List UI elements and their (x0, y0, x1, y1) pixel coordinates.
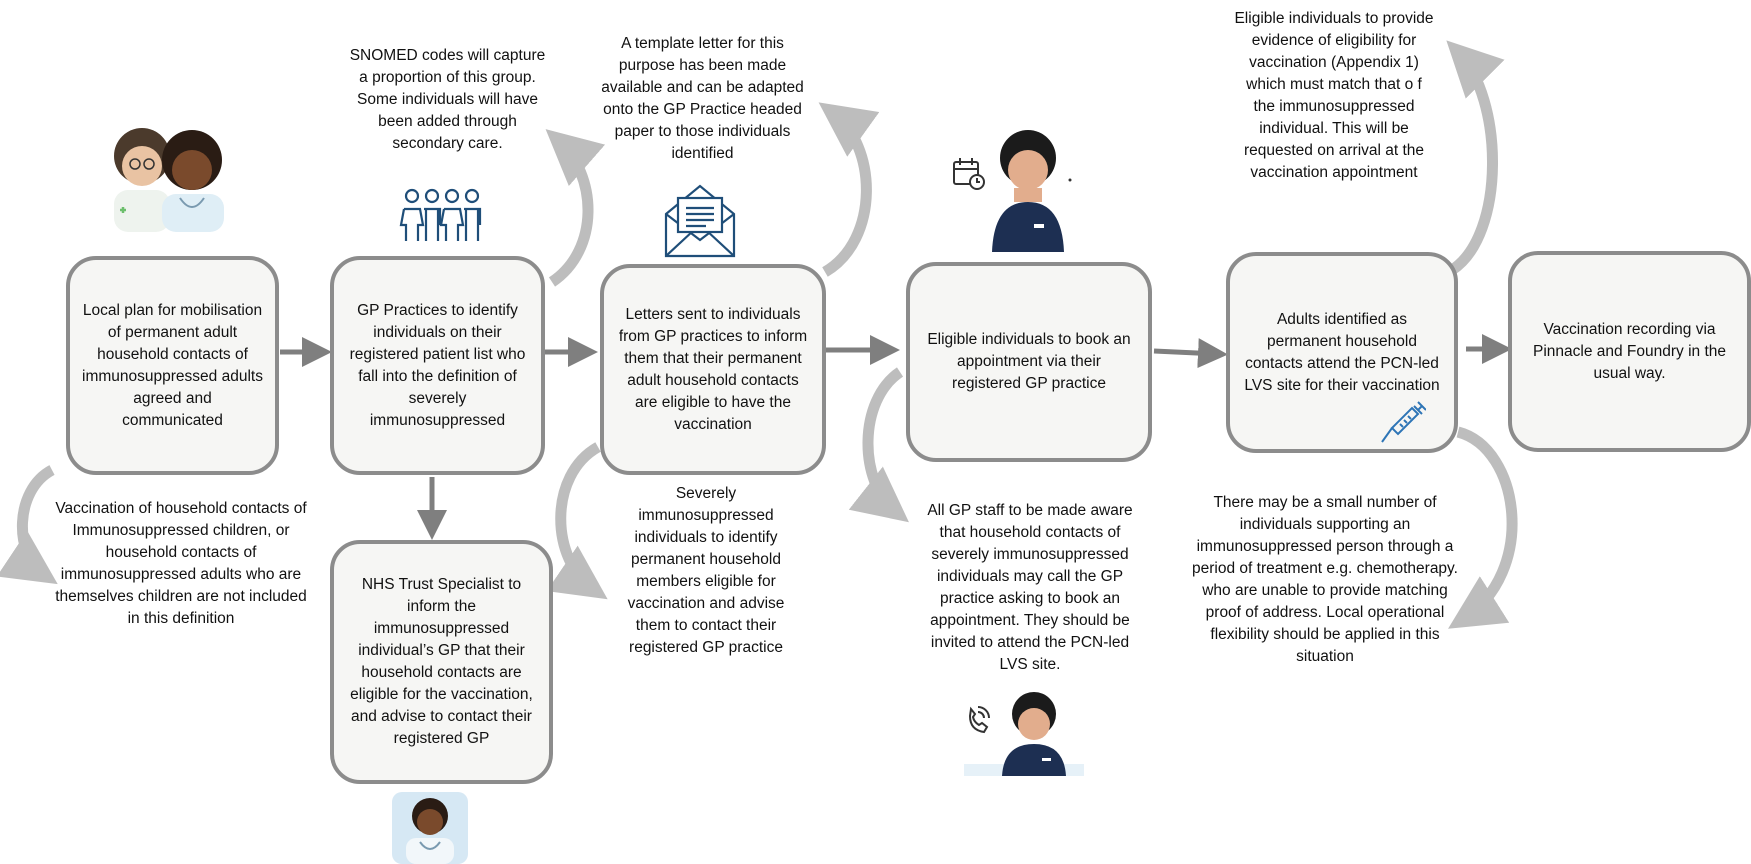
note-gp-staff-aware: All GP staff to be made aware that house… (927, 502, 1133, 673)
note-snomed: SNOMED codes will capture a proportion o… (349, 47, 546, 152)
step-recording-text: Vaccination recording via Pinnacle and F… (1532, 320, 1727, 382)
curve-evidence-note (1446, 40, 1505, 275)
step-nhs-trust: NHS Trust Specialist to inform the immun… (330, 540, 553, 784)
step-recording: Vaccination recording via Pinnacle and F… (1508, 251, 1751, 452)
step-gp-identify-text: GP Practices to identify individuals on … (349, 301, 526, 429)
note-flexibility: There may be a small number of individua… (1192, 494, 1458, 665)
curve-gp-staff-note (848, 367, 909, 523)
note-evidence: Eligible individuals to provide evidence… (1234, 10, 1434, 181)
curve-snomed-note (545, 129, 606, 287)
curve-children-note (0, 465, 58, 585)
syringe-icon (1381, 401, 1426, 443)
receptionist-phone-icon (964, 692, 1084, 776)
receptionist-calendar-icon (953, 130, 1072, 252)
note-severely-identify: Severely immunosuppressed individuals to… (627, 485, 785, 656)
step-attend-lvs-text: Adults identified as permanent household… (1244, 310, 1440, 394)
step-local-plan-text: Local plan for mobilisation of permanent… (82, 301, 263, 429)
two-clinicians-icon (114, 128, 224, 232)
step-gp-identify: GP Practices to identify individuals on … (330, 256, 545, 475)
step-letters-sent: Letters sent to individuals from GP prac… (600, 264, 826, 475)
envelope-icon (664, 184, 736, 258)
step-local-plan: Local plan for mobilisation of permanent… (66, 256, 279, 475)
step-book-appointment-text: Eligible individuals to book an appointm… (927, 331, 1131, 392)
note-children-exclusion: Vaccination of household contacts of Imm… (55, 500, 307, 627)
step-book-appointment: Eligible individuals to book an appointm… (906, 262, 1152, 462)
family-group-icon (399, 188, 482, 241)
curve-severely-note (546, 442, 608, 600)
step-attend-lvs: Adults identified as permanent household… (1226, 252, 1458, 453)
step-nhs-trust-text: NHS Trust Specialist to inform the immun… (350, 576, 533, 747)
step-letters-sent-text: Letters sent to individuals from GP prac… (618, 305, 808, 433)
arrow-book-to-attend (1153, 338, 1228, 369)
curve-flexibility-note (1448, 426, 1518, 629)
clinician-icon (392, 792, 468, 864)
curve-template-note (818, 102, 880, 277)
note-template-letter: A template letter for this purpose has b… (601, 35, 804, 162)
